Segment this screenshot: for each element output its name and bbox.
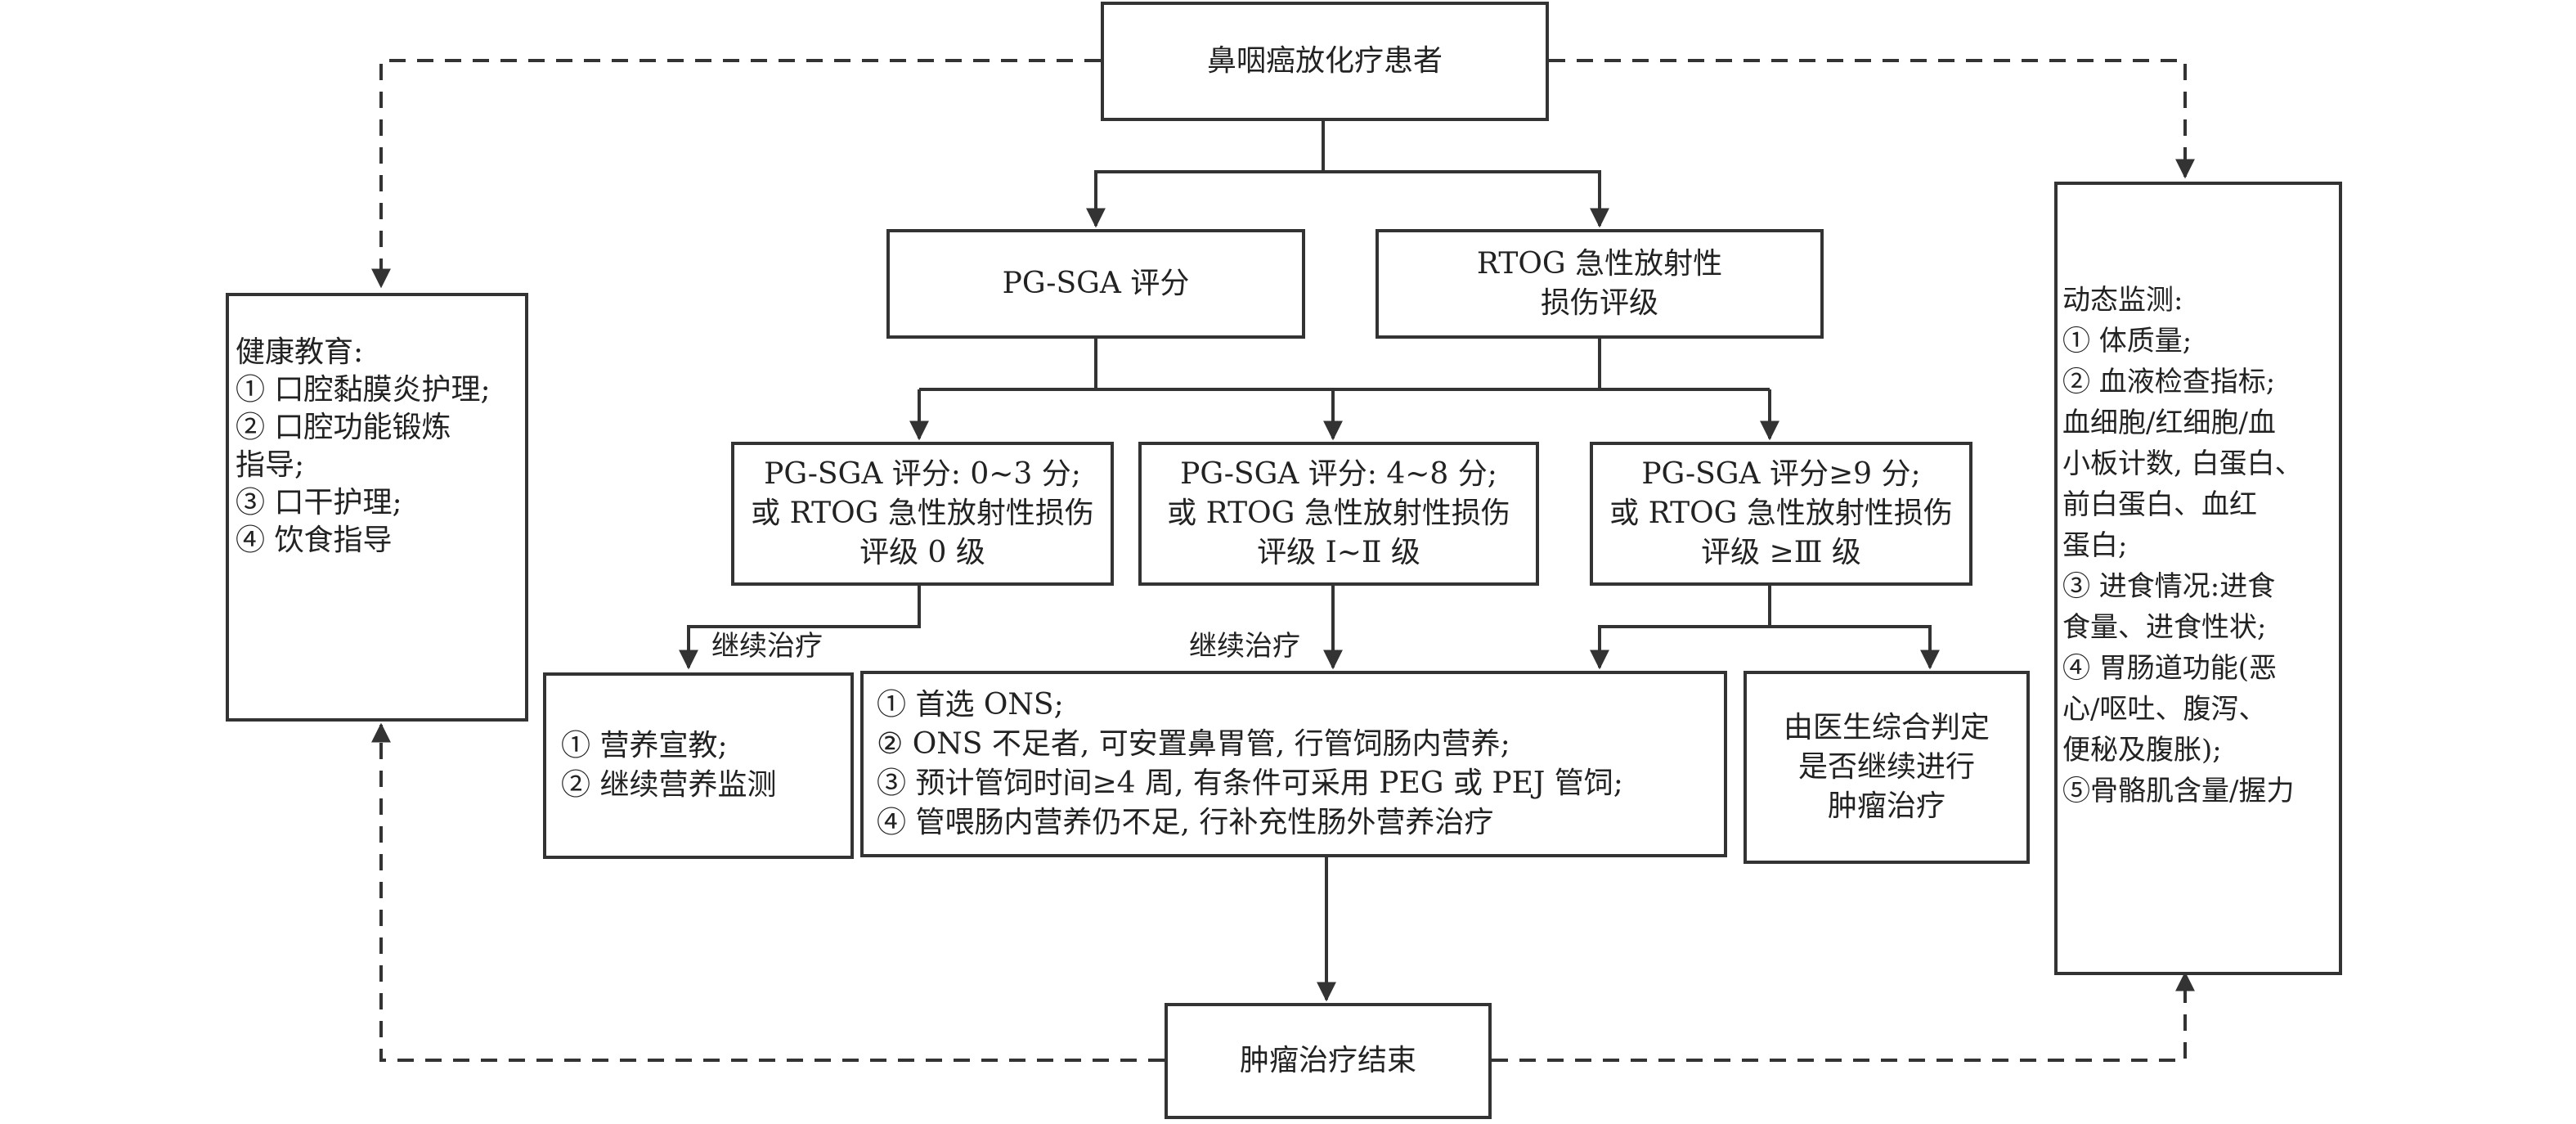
monitoring-line: 便秘及腹胀); [2062, 734, 2222, 767]
nutrition-support-line: ② ONS 不足者, 可安置鼻胃管, 行管饲肠内营养; [877, 727, 1510, 761]
root-node: 鼻咽癌放化疗患者 [1101, 2, 1549, 121]
arrow-root-to-pgsga [1086, 121, 1325, 228]
nutrition-support-line: ① 首选 ONS; [877, 688, 1064, 722]
monitoring-line: 蛋白; [2062, 529, 2128, 562]
health-education-node: 健康教育: ① 口腔黏膜炎护理; ② 口腔功能锻炼 指导; ③ 口干护理; ④ … [226, 293, 528, 722]
treatment-end-node: 肿瘤治疗结束 [1165, 1003, 1492, 1119]
group-line: PG-SGA 评分≥9 分; [1641, 457, 1921, 491]
monitoring-line: 心/呕吐、腹泻、 [2062, 693, 2267, 726]
group-line: 或 RTOG 急性放射性损伤 [1167, 497, 1510, 530]
dynamic-monitoring-node: 动态监测: ① 体质量; ② 血液检查指标; 血细胞/红细胞/血 小板计数, 白… [2054, 182, 2342, 975]
monitoring-line: ⑤骨骼肌含量/握力 [2062, 775, 2295, 807]
arrow-group-3-to-nutrition-support [1590, 586, 1771, 670]
group-medium-risk: PG-SGA 评分: 4~8 分; 或 RTOG 急性放射性损伤 评级 Ⅰ~Ⅱ … [1138, 442, 1539, 586]
group-line: 评级 0 级 [859, 536, 985, 569]
group-high-risk: PG-SGA 评分≥9 分; 或 RTOG 急性放射性损伤 评级 ≥Ⅲ 级 [1590, 442, 1972, 586]
group-line: 或 RTOG 急性放射性损伤 [1609, 497, 1953, 530]
arrow-group-3-to-doctor-decision [1770, 625, 1940, 670]
doctor-decision-line: 肿瘤治疗 [1827, 789, 1945, 823]
group-line: 评级 Ⅰ~Ⅱ 级 [1257, 536, 1420, 569]
group-line: 评级 ≥Ⅲ 级 [1701, 536, 1861, 569]
health-education-line: ① 口腔黏膜炎护理; [236, 373, 491, 407]
dashed-arrow-root-to-monitoring [1549, 59, 2195, 179]
health-education-line: ② 口腔功能锻炼 [236, 411, 451, 444]
group-line: 或 RTOG 急性放射性损伤 [751, 497, 1094, 530]
rtog-assessment-node: RTOG 急性放射性 损伤评级 [1376, 229, 1824, 339]
monitoring-line: ④ 胃肠道功能(恶 [2062, 652, 2278, 685]
arrow-root-to-rtog [1323, 170, 1609, 228]
treatment-end-text: 肿瘤治疗结束 [1239, 1044, 1416, 1077]
dashed-arrow-end-to-education [371, 722, 1165, 1062]
nutrition-support-line: ④ 管喂肠内营养仍不足, 行补充性肠外营养治疗 [877, 806, 1494, 839]
rtog-line: RTOG 急性放射性 [1476, 247, 1723, 281]
monitoring-line: ① 体质量; [2062, 325, 2192, 357]
continue-treatment-label-low: 继续治疗 [707, 630, 828, 663]
dashed-arrow-end-to-monitoring [1492, 971, 2195, 1062]
nutrition-support-node: ① 首选 ONS; ② ONS 不足者, 可安置鼻胃管, 行管饲肠内营养; ③ … [860, 671, 1727, 857]
dashed-arrow-root-to-education [371, 59, 1101, 289]
rtog-line: 损伤评级 [1540, 286, 1658, 320]
monitoring-line: 动态监测: [2062, 284, 2183, 317]
education-support-node: ① 营养宣教; ② 继续营养监测 [543, 672, 854, 859]
monitoring-line: 食量、进食性状; [2062, 611, 2267, 644]
health-education-line: ③ 口干护理; [236, 486, 402, 519]
health-education-line: ④ 饮食指导 [236, 524, 393, 557]
nutrition-support-line: ③ 预计管饲时间≥4 周, 有条件可采用 PEG 或 PEJ 管饲; [877, 767, 1623, 800]
health-education-line: 健康教育: [236, 335, 364, 369]
arrow-group-1-to-education-support [679, 586, 921, 670]
group-low-risk: PG-SGA 评分: 0~3 分; 或 RTOG 急性放射性损伤 评级 0 级 [731, 442, 1114, 586]
pgsga-assessment-text: PG-SGA 评分 [1002, 267, 1190, 300]
pgsga-assessment-node: PG-SGA 评分 [886, 229, 1305, 339]
root-text: 鼻咽癌放化疗患者 [1206, 44, 1443, 78]
health-education-line: 指导; [236, 448, 305, 482]
monitoring-line: 血细胞/红细胞/血 [2062, 407, 2276, 439]
group-line: PG-SGA 评分: 0~3 分; [764, 457, 1081, 491]
education-support-line: ② 继续营养监测 [561, 768, 777, 802]
continue-treatment-label-medium: 继续治疗 [1184, 630, 1305, 663]
monitoring-line: 前白蛋白、血红 [2062, 488, 2257, 521]
education-support-line: ① 营养宣教; [561, 729, 728, 762]
monitoring-line: ② 血液检查指标; [2062, 366, 2276, 398]
doctor-decision-line: 是否继续进行 [1797, 750, 1975, 784]
group-line: PG-SGA 评分: 4~8 分; [1180, 457, 1497, 491]
doctor-decision-node: 由医生综合判定 是否继续进行 肿瘤治疗 [1744, 671, 2030, 864]
doctor-decision-line: 由医生综合判定 [1783, 711, 1990, 744]
monitoring-line: ③ 进食情况:进食 [2062, 570, 2276, 603]
monitoring-line: 小板计数, 白蛋白、 [2062, 447, 2303, 480]
